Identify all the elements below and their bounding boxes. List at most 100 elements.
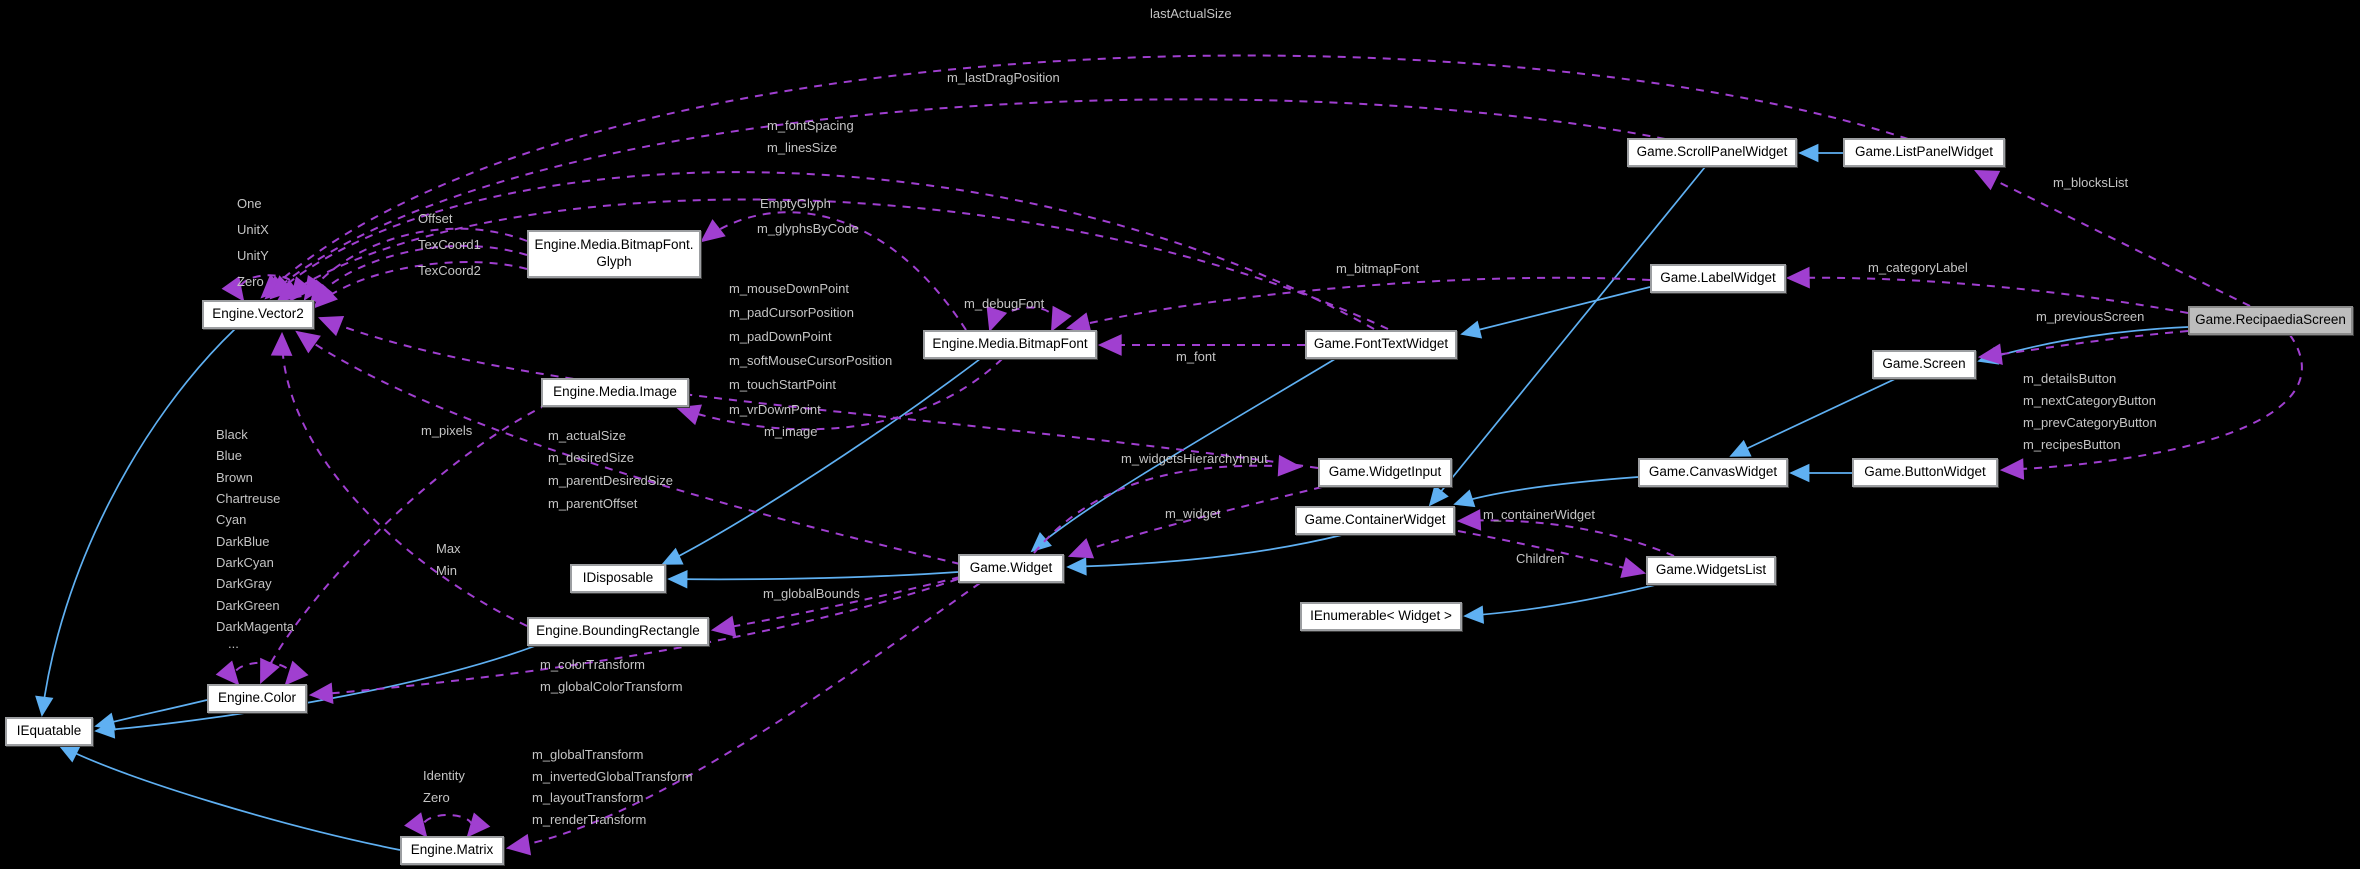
edge-label-use-glyph-vector2-a-1: TexCoord1 bbox=[418, 237, 481, 252]
edge-use-widget-matrix bbox=[505, 582, 981, 856]
node-game-fonttextwidget[interactable]: Game.FontTextWidget bbox=[1305, 330, 1457, 359]
edge-inh-screen-canvas bbox=[1729, 378, 1896, 457]
edge-use-recipaedia-screen bbox=[1977, 330, 2189, 366]
edge-inh-widgetslist-ienumerable bbox=[1463, 584, 1656, 624]
node-idisposable[interactable]: IDisposable bbox=[570, 564, 666, 593]
node-game-recipaediascreen[interactable]: Game.RecipaediaScreen bbox=[2188, 306, 2353, 335]
edge-label-use-widgetinput-vector2-1: m_padCursorPosition bbox=[729, 305, 855, 320]
edge-use-image-color bbox=[260, 403, 549, 684]
node-game-canvaswidget[interactable]: Game.CanvasWidget bbox=[1638, 458, 1788, 487]
edge-use-recipaedia-labelwidget bbox=[1785, 266, 2189, 314]
node-game-labelwidget[interactable]: Game.LabelWidget bbox=[1650, 264, 1786, 293]
edge-label-use-widgetinput-vector2-4: m_touchStartPoint bbox=[729, 377, 836, 392]
edge-label-use-fonttext-vector2-a-0: m_fontSpacing bbox=[767, 118, 854, 133]
edge-use-widget-boundingrect bbox=[710, 576, 961, 637]
edge-inh-color-iequatable bbox=[94, 699, 208, 731]
edge-inh-canvas-container bbox=[1453, 476, 1639, 508]
edge-label-use-widget-vector2-2: m_parentDesiredSize bbox=[548, 473, 674, 488]
edge-label-use-matrix-self-1: Zero bbox=[423, 790, 450, 805]
edge-label-use-vector2-self-2: UnitY bbox=[237, 248, 269, 263]
node-engine-media-bitmapfont-glyph[interactable]: Engine.Media.BitmapFont. Glyph bbox=[527, 230, 701, 278]
node-engine-media-bitmapfont[interactable]: Engine.Media.BitmapFont bbox=[923, 330, 1097, 359]
edge-inh-widget-idisposable bbox=[667, 570, 959, 589]
edge-label-use-color-self-4: Cyan bbox=[216, 512, 247, 527]
edge-label-use-image-color-0: m_pixels bbox=[421, 423, 473, 438]
edge-use-widget-vector2 bbox=[295, 330, 961, 565]
node-game-listpanelwidget[interactable]: Game.ListPanelWidget bbox=[1843, 138, 2005, 167]
edge-inh-container-widget bbox=[1066, 534, 1343, 576]
edge-label-use-vector2-self-1: UnitX bbox=[237, 222, 269, 237]
edge-use-scrollpanel-vector2 bbox=[264, 98, 1666, 300]
edge-label-use-boundingrect-vector2-0: Max bbox=[436, 541, 461, 556]
edge-inh-scrollpanel-container bbox=[1428, 166, 1706, 507]
edge-label-use-color-self-2: Brown bbox=[216, 470, 253, 485]
edge-use-widget-widgetinput bbox=[1033, 454, 1303, 554]
edge-use-recipaedia-listpanel bbox=[1974, 170, 2251, 307]
edge-label-use-widget-matrix-0: m_globalTransform bbox=[532, 747, 644, 762]
edge-label-use-widgetinput-vector2-3: m_softMouseCursorPosition bbox=[729, 353, 893, 368]
edge-label-use-widgetinput-vector2-5: m_vrDownPoint bbox=[729, 402, 821, 417]
edge-label-use-labelwidget-bitmapfont-0: m_bitmapFont bbox=[1336, 261, 1420, 276]
node-engine-vector2[interactable]: Engine.Vector2 bbox=[202, 300, 314, 329]
edge-label-use-color-self-1: Blue bbox=[216, 448, 243, 463]
edge-use-recipaedia-button bbox=[1999, 334, 2303, 480]
edge-label-use-color-self-8: DarkGreen bbox=[216, 598, 280, 613]
edge-inh-vector2-iequatable bbox=[35, 328, 236, 717]
edge-label-use-boundingrect-vector2-1: Min bbox=[436, 563, 457, 578]
edge-use-matrix-self bbox=[404, 812, 491, 838]
edge-label-use-container-widgetslist-0: Children bbox=[1516, 551, 1565, 566]
edge-use-bitmapfont-image bbox=[675, 358, 1003, 431]
edge-label-use-recipaedia-labelwidget-0: m_categoryLabel bbox=[1868, 260, 1968, 275]
edge-label-use-widget-vector2-3: m_parentOffset bbox=[548, 496, 638, 511]
edge-label-use-recipaedia-button-3: m_recipesButton bbox=[2023, 437, 2121, 452]
edge-inh-bitmapfont-idisposable bbox=[661, 358, 981, 565]
edge-use-fonttext-vector2-b bbox=[276, 198, 1389, 330]
edge-label-use-bitmapfont-self-0: m_debugFont bbox=[964, 296, 1045, 311]
node-engine-matrix[interactable]: Engine.Matrix bbox=[400, 836, 504, 865]
node-game-widgetslist[interactable]: Game.WidgetsList bbox=[1646, 556, 1776, 585]
edge-inh-labelwidget-fonttext bbox=[1460, 286, 1651, 339]
node-game-widgetinput[interactable]: Game.WidgetInput bbox=[1318, 458, 1452, 487]
edge-label-use-bitmapfont-glyph-1: m_glyphsByCode bbox=[757, 221, 859, 236]
node-engine-color[interactable]: Engine.Color bbox=[207, 684, 307, 713]
node-engine-boundingrectangle[interactable]: Engine.BoundingRectangle bbox=[527, 617, 709, 646]
edge-label-use-glyph-vector2-a-2: TexCoord2 bbox=[418, 263, 481, 278]
node-engine-media-image[interactable]: Engine.Media.Image bbox=[541, 378, 689, 407]
edge-label-use-widget-color-1: m_globalColorTransform bbox=[540, 679, 683, 694]
node-game-screen[interactable]: Game.Screen bbox=[1872, 350, 1976, 379]
edge-label-use-matrix-self-0: Identity bbox=[423, 768, 465, 783]
edge-use-bitmapfont-self bbox=[986, 305, 1072, 333]
edge-label-use-listpanel-vector2-0: lastActualSize bbox=[1150, 6, 1232, 21]
edge-label-use-recipaedia-screen-0: m_previousScreen bbox=[2036, 309, 2145, 324]
edge-label-use-widget-matrix-3: m_renderTransform bbox=[532, 812, 647, 827]
edge-label-use-widget-boundingrect-0: m_globalBounds bbox=[763, 586, 860, 601]
node-game-scrollpanelwidget[interactable]: Game.ScrollPanelWidget bbox=[1627, 138, 1797, 167]
node-game-widget[interactable]: Game.Widget bbox=[958, 554, 1064, 583]
edge-use-widget-color bbox=[308, 578, 959, 705]
edge-label-use-color-self-0: Black bbox=[216, 427, 248, 442]
edge-label-use-recipaedia-button-2: m_prevCategoryButton bbox=[2023, 415, 2157, 430]
node-game-containerwidget[interactable]: Game.ContainerWidget bbox=[1295, 506, 1455, 535]
edge-use-boundingrect-vector2 bbox=[270, 331, 528, 627]
node-game-buttonwidget[interactable]: Game.ButtonWidget bbox=[1852, 458, 1998, 487]
edge-use-widgetinput-widget bbox=[1067, 486, 1323, 559]
edge-label-use-fonttext-bitmapfont-0: m_font bbox=[1176, 349, 1216, 364]
edge-label-use-recipaedia-button-0: m_detailsButton bbox=[2023, 371, 2117, 386]
edge-label-use-bitmapfont-image-0: m_image bbox=[764, 424, 818, 439]
edge-label-use-color-self-6: DarkCyan bbox=[216, 555, 274, 570]
node-ienumerable-widget[interactable]: IEnumerable< Widget > bbox=[1300, 602, 1462, 631]
edge-use-glyph-vector2-c bbox=[313, 261, 528, 309]
edge-use-glyph-vector2-b bbox=[309, 244, 528, 305]
edge-label-use-widget-color-0: m_colorTransform bbox=[540, 657, 645, 672]
edge-label-use-color-self-10: ... bbox=[228, 636, 239, 651]
edge-inh-fonttext-widget bbox=[1030, 358, 1336, 553]
node-iequatable[interactable]: IEquatable bbox=[5, 717, 93, 746]
edge-inh-recipaedia-screen bbox=[1977, 326, 2189, 365]
edge-label-use-widget-vector2-1: m_desiredSize bbox=[548, 450, 634, 465]
edge-label-use-glyph-vector2-a-0: Offset bbox=[418, 211, 453, 226]
edge-label-use-widgetinput-widget-0: m_widget bbox=[1165, 506, 1221, 521]
edge-use-listpanel-vector2 bbox=[260, 54, 1909, 299]
edge-use-bitmapfont-glyph bbox=[700, 211, 967, 331]
